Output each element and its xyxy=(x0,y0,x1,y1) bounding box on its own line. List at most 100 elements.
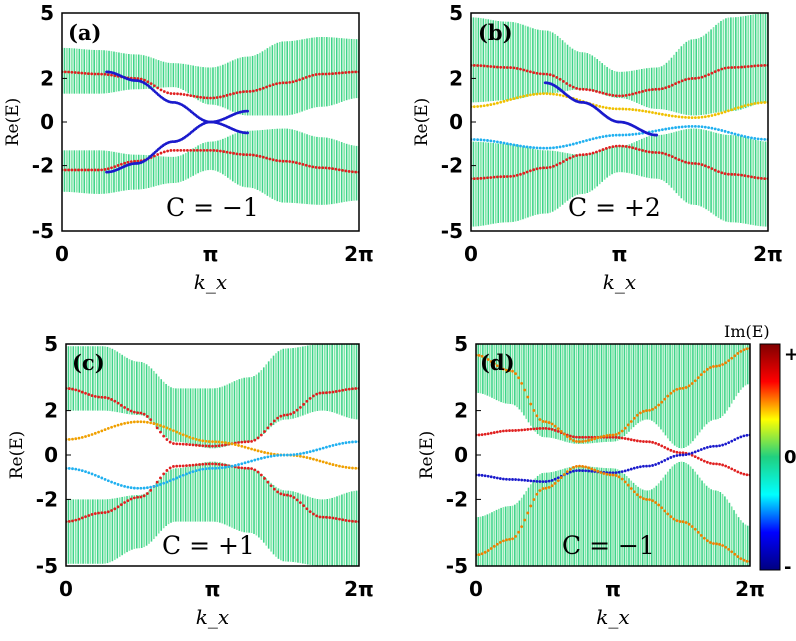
edge-point xyxy=(608,146,611,149)
chern-number-annotation: C = +1 xyxy=(162,531,255,560)
edge-point xyxy=(587,439,591,442)
edge-point xyxy=(756,101,760,105)
edge-point xyxy=(544,480,548,483)
edge-point xyxy=(67,70,70,74)
edge-point xyxy=(512,143,516,147)
edge-point xyxy=(116,505,120,509)
edge-point xyxy=(639,439,642,443)
edge-point xyxy=(83,71,87,75)
edge-point xyxy=(620,477,624,481)
edge-point xyxy=(237,444,240,447)
edge-point xyxy=(677,115,681,119)
edge-point xyxy=(736,106,740,110)
edge-point xyxy=(489,65,493,68)
edge-point xyxy=(84,391,87,395)
edge-point xyxy=(623,480,627,484)
edge-point xyxy=(77,468,81,472)
edge-point xyxy=(511,537,514,541)
edge-point xyxy=(733,107,737,111)
edge-point xyxy=(727,547,731,551)
edge-point xyxy=(165,426,169,430)
edge-point xyxy=(581,139,585,143)
edge-point xyxy=(684,115,687,119)
edge-point xyxy=(556,479,560,483)
edge-point xyxy=(483,474,487,478)
edge-point xyxy=(663,397,667,401)
xtick-label: 2π xyxy=(344,577,374,601)
edge-point xyxy=(334,517,338,520)
edge-point xyxy=(70,168,74,172)
edge-point xyxy=(486,176,489,180)
edge-point xyxy=(724,545,728,549)
edge-point xyxy=(654,151,658,154)
edge-point xyxy=(116,423,120,427)
edge-point xyxy=(587,469,591,473)
xtick-label: π xyxy=(205,577,221,601)
edge-point xyxy=(110,398,113,401)
edge-point xyxy=(139,486,143,490)
edge-point xyxy=(188,435,192,439)
edge-point xyxy=(100,476,104,480)
edge-point xyxy=(660,400,664,404)
edge-point xyxy=(129,160,133,164)
edge-point xyxy=(87,72,90,76)
edge-point xyxy=(538,72,542,76)
edge-point xyxy=(745,559,749,563)
edge-point xyxy=(614,144,618,148)
edge-point xyxy=(624,107,628,111)
edge-point xyxy=(156,86,160,90)
edge-point xyxy=(669,391,673,395)
edge-point xyxy=(263,456,266,459)
edge-point xyxy=(204,444,208,448)
edge-point xyxy=(155,426,159,430)
y-axis-label: Re(E) xyxy=(417,431,437,480)
edge-point xyxy=(198,438,201,442)
edge-point xyxy=(113,424,117,428)
edge-point xyxy=(204,439,208,443)
edge-point xyxy=(535,414,539,418)
edge-point xyxy=(545,92,549,96)
edge-point xyxy=(172,477,175,481)
edge-point xyxy=(742,472,746,476)
edge-point xyxy=(285,413,289,417)
panel-label: (d) xyxy=(480,350,515,375)
edge-point xyxy=(153,154,156,158)
edge-point xyxy=(702,536,706,540)
edge-point xyxy=(523,478,527,482)
edge-point xyxy=(568,467,572,471)
ytick-label: -5 xyxy=(32,219,54,243)
edge-point xyxy=(746,135,750,139)
edge-point xyxy=(334,167,338,171)
edge-point xyxy=(505,429,508,433)
edge-point xyxy=(598,135,602,139)
edge-point xyxy=(96,72,100,76)
edge-point xyxy=(472,138,476,141)
edge-point xyxy=(477,433,481,437)
edge-point xyxy=(717,128,720,132)
edge-point xyxy=(660,444,664,448)
edge-point xyxy=(209,96,212,100)
edge-point xyxy=(608,435,612,439)
edge-point xyxy=(674,156,677,160)
edge-point xyxy=(240,466,244,470)
edge-point xyxy=(214,466,218,470)
edge-point xyxy=(472,63,476,67)
edge-point xyxy=(299,454,302,458)
edge-point xyxy=(498,366,502,370)
edge-point xyxy=(753,137,757,140)
edge-point xyxy=(514,429,517,432)
edge-point xyxy=(220,443,224,447)
edge-point xyxy=(209,148,212,152)
edge-point xyxy=(525,170,529,174)
edge-point xyxy=(498,477,502,480)
edge-point xyxy=(575,464,578,468)
edge-point xyxy=(285,493,289,497)
edge-point xyxy=(476,64,479,67)
edge-point xyxy=(552,74,555,78)
edge-point xyxy=(495,542,499,546)
edge-point xyxy=(489,547,493,550)
edge-point xyxy=(100,429,104,433)
edge-point xyxy=(635,413,639,417)
edge-point xyxy=(175,464,179,468)
edge-point xyxy=(541,487,545,490)
